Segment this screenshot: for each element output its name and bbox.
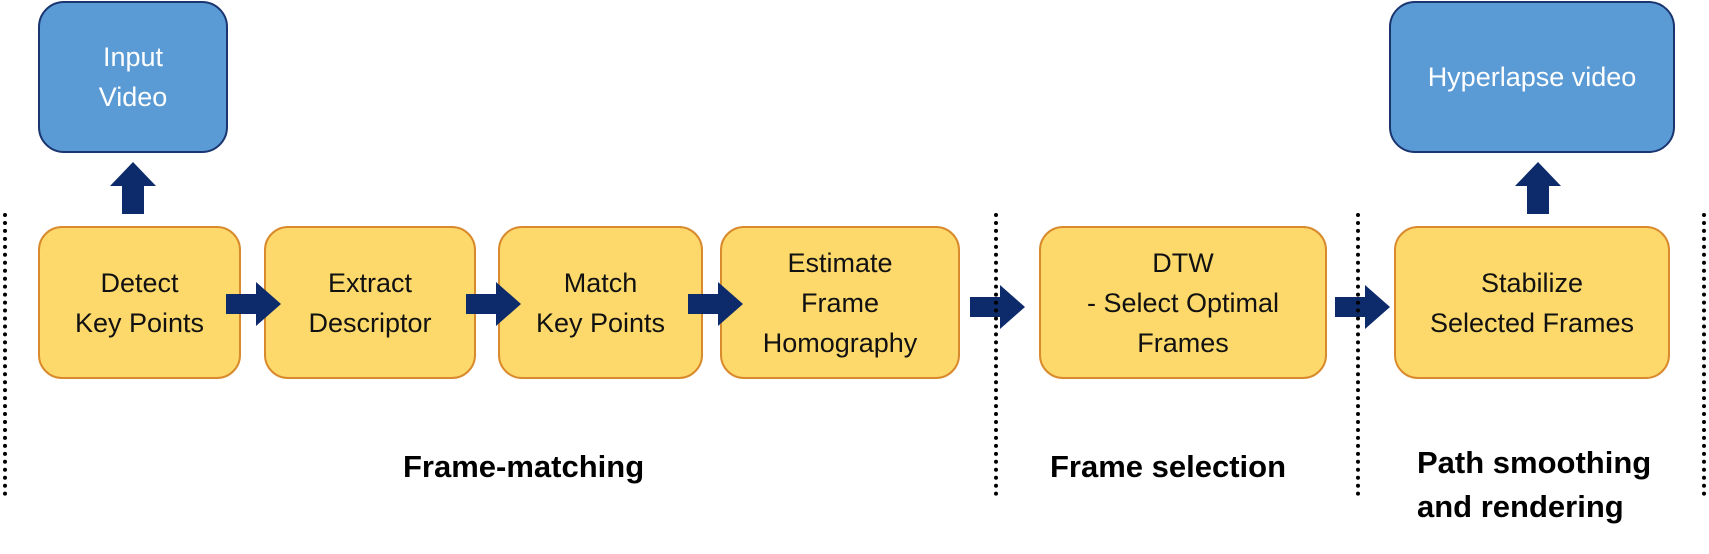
hyperlapse-video-label: Hyperlapse video	[1427, 62, 1637, 92]
up-arrow-icon	[110, 162, 156, 214]
stabilize-selected-frames-label: Stabilize Selected Frames	[1429, 267, 1635, 338]
stage-divider	[1356, 213, 1360, 496]
stage-divider	[1702, 213, 1706, 496]
stage-divider	[3, 213, 7, 496]
detect-key-points-label: Detect Key Points	[74, 267, 205, 338]
right-arrow-icon	[1335, 285, 1390, 329]
estimate-frame-homography-box: Estimate Frame Homography	[720, 226, 960, 379]
path-smoothing-stage-label: Path smoothing and rendering	[1417, 445, 1652, 524]
input-video-label: Input Video	[98, 42, 168, 112]
dtw-select-optimal-frames-box: DTW - Select Optimal Frames	[1039, 226, 1327, 379]
frame-selection-stage-label: Frame selection	[1050, 449, 1287, 484]
extract-descriptor-box: Extract Descriptor	[264, 226, 476, 379]
up-arrow-icon	[1515, 162, 1561, 214]
estimate-frame-homography-label: Estimate Frame Homography	[762, 247, 918, 358]
right-arrow-icon	[970, 285, 1025, 329]
detect-key-points-box: Detect Key Points	[38, 226, 241, 379]
right-arrow-icon	[226, 282, 281, 326]
stabilize-selected-frames-box: Stabilize Selected Frames	[1394, 226, 1670, 379]
hyperlapse-video-box: Hyperlapse video	[1389, 1, 1675, 153]
stage-divider	[994, 213, 998, 496]
extract-descriptor-label: Extract Descriptor	[308, 267, 432, 338]
right-arrow-icon	[688, 282, 743, 326]
dtw-select-optimal-frames-label: DTW - Select Optimal Frames	[1086, 247, 1280, 358]
right-arrow-icon	[466, 282, 521, 326]
match-key-points-box: Match Key Points	[498, 226, 703, 379]
frame-matching-stage-label: Frame-matching	[403, 449, 645, 484]
input-video-box: Input Video	[38, 1, 228, 153]
match-key-points-label: Match Key Points	[535, 267, 666, 338]
